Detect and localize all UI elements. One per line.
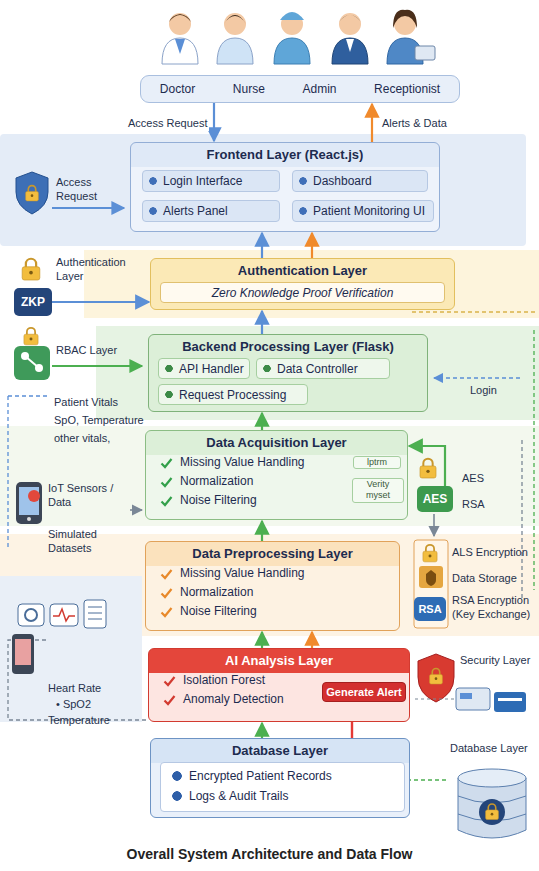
database-cylinder [458, 769, 526, 838]
verification-box: Zero Knowledge Proof Verification [160, 282, 445, 303]
list-item: Normalization [160, 583, 399, 602]
flow-arrow [261, 413, 263, 430]
node-text: AES [423, 492, 448, 506]
module-box: Data Controller [256, 358, 390, 379]
flow-arrow [261, 311, 263, 334]
user-roles-band: Doctor Nurse Admin Receptionist [140, 75, 460, 103]
annotation-label: Data Storage [452, 572, 536, 586]
layer-box: Backend Processing Layer (Flask) API Hand… [148, 334, 428, 412]
flow-arrow [261, 632, 263, 648]
node-text: ZKP [21, 295, 45, 309]
annotation-label: Security Layer [460, 654, 536, 668]
edge-label: Alerts & Data [380, 117, 449, 131]
module-box: Alerts Panel [142, 200, 280, 222]
annotation-label: IoT Sensors / Data [48, 482, 128, 510]
module-box: Dashboard [292, 170, 428, 192]
layer-box: Data Preprocessing LayerMissing Value Ha… [145, 541, 400, 631]
node-text: Dashboard [313, 174, 372, 188]
list-item: Noise Filtering [160, 602, 399, 621]
node-text: Request Processing [179, 388, 286, 402]
layer-title: Authentication Layer [151, 259, 454, 281]
flow-arrow [311, 632, 313, 648]
lock-icon [420, 459, 436, 478]
node-text: Doctor [160, 82, 195, 96]
node-text: Admin [302, 82, 336, 96]
annotation-label: Temperature [48, 714, 138, 728]
node-text: Nurse [233, 82, 265, 96]
flow-arrow [213, 103, 215, 141]
annotation-label: Database Layer [450, 742, 536, 756]
storage-panel-icons [414, 514, 448, 628]
crypto-badge: RSA [414, 597, 446, 621]
rbac-icon [14, 328, 142, 380]
annotation-label: AES [462, 472, 502, 486]
layer-title: Frontend Layer (React.js) [131, 143, 439, 165]
flow-arrow [52, 301, 149, 303]
module-box: Login Interface [142, 170, 280, 192]
flow-arrow [261, 723, 263, 738]
flow-arrow [409, 446, 445, 486]
node-text: Data Controller [277, 362, 358, 376]
vitals-devices [12, 600, 106, 674]
annotation-label: Patient Vitals [54, 396, 144, 410]
flow-arrow [261, 521, 263, 541]
crypto-badge: ZKP [14, 288, 52, 316]
layer-title: Data Preprocessing Layer [146, 542, 399, 564]
edge-label: Access Request [126, 117, 209, 131]
layer-box: Frontend Layer (React.js) Login Interface… [130, 142, 440, 232]
node-text: Encrypted Patient Records [161, 766, 404, 786]
annotation-label: RSA [462, 498, 502, 512]
user-figures [162, 10, 435, 64]
node-text: Generate Alert [326, 686, 401, 698]
annotation-label: RBAC Layer [56, 344, 142, 358]
annotation-label: ALS Encryption [452, 546, 536, 560]
layer-title: Data Acquisition Layer [146, 431, 407, 453]
layer-box: Authentication LayerZero Knowledge Proof… [150, 258, 455, 310]
layer-box: AI Analysis LayerIsolation ForestAnomaly… [148, 648, 410, 722]
annotation-label: Simulated Datasets [48, 528, 138, 556]
dashed-flow-lines [8, 312, 536, 780]
annotation-label: Authentication Layer [56, 256, 148, 284]
layer-box: Data Acquisition LayerMissing Value Hand… [145, 430, 408, 520]
records-panel: Encrypted Patient RecordsLogs & Audit Tr… [160, 762, 405, 812]
node-text: Alerts Panel [163, 204, 228, 218]
node-text: RSA [418, 603, 441, 615]
iot-device [16, 482, 142, 524]
node-text: Patient Monitoring UI [313, 204, 425, 218]
annotation-label: Heart Rate [48, 682, 138, 696]
annotation-label: SpO, Temperature [54, 414, 144, 428]
layer-title: Backend Processing Layer (Flask) [149, 335, 427, 357]
annotation-label: RSA Encryption (Key Exchange) [452, 594, 536, 622]
list-item: Missing Value Handling [160, 564, 399, 583]
node-text: Logs & Audit Trails [161, 786, 404, 806]
layer-box: Database LayerEncrypted Patient RecordsL… [150, 738, 410, 818]
lock-icon [22, 259, 40, 280]
layer-title: Database Layer [151, 739, 409, 761]
flow-arrow [371, 104, 373, 142]
module-box: Patient Monitoring UI [292, 200, 434, 222]
annotation-label: Access Request [56, 176, 122, 204]
caption: Overall System Architecture and Data Flo… [0, 846, 539, 862]
node-text: API Handler [179, 362, 244, 376]
annotation-label: Verity myset [352, 478, 404, 503]
layer-bands [0, 134, 539, 722]
annotation-label: Login [470, 384, 520, 398]
layer-title: AI Analysis Layer [149, 649, 409, 671]
annotation-label: other vitals, [54, 432, 144, 446]
node-text: Zero Knowledge Proof Verification [212, 286, 394, 300]
node-text: Login Interface [163, 174, 242, 188]
module-box: API Handler [158, 358, 250, 379]
alert-button: Generate Alert [322, 682, 406, 702]
access-shield [16, 172, 124, 214]
crypto-badge: AES [417, 486, 453, 512]
annotation-label: • SpO2 [56, 698, 136, 712]
flow-arrow [261, 233, 263, 258]
flow-arrow [311, 233, 313, 258]
module-box: Request Processing [158, 384, 308, 405]
annotation-label: lptrm [353, 456, 401, 469]
node-text: Receptionist [374, 82, 440, 96]
